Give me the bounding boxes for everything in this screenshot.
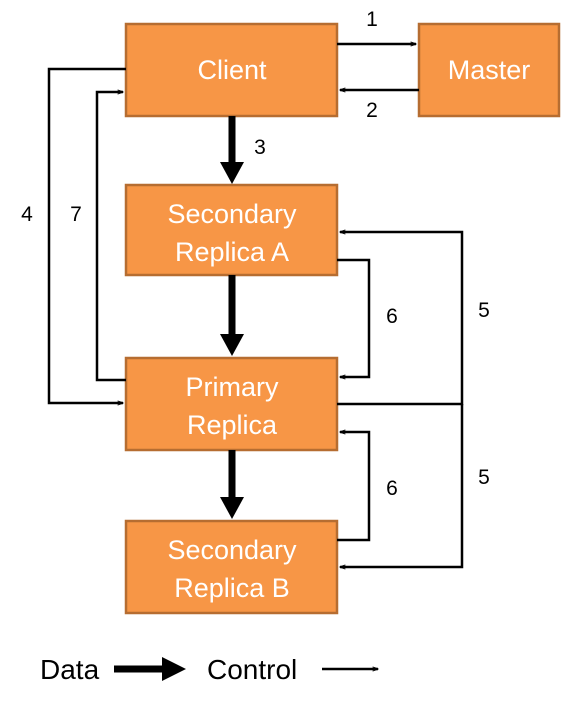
edge-5-primary-to-secondary-a	[337, 232, 464, 406]
legend-data-arrow	[114, 657, 186, 681]
secondary-replica-b-label-line2: Replica B	[174, 573, 290, 603]
legend: Data Control	[40, 654, 378, 685]
secondary-replica-a-box: Secondary Replica A	[124, 183, 339, 277]
edge-7-primary-to-client	[95, 92, 126, 382]
master-label: Master	[448, 55, 531, 85]
edge-3-client-to-secondary-a	[220, 116, 244, 184]
secondary-replica-a-label-line1: Secondary	[167, 199, 297, 229]
secondary-replica-b-label-line1: Secondary	[167, 535, 297, 565]
edge-label-3: 3	[254, 136, 266, 159]
master-box: Master	[417, 22, 561, 118]
edge-label-5-bottom: 5	[478, 466, 490, 489]
edge-label-2: 2	[366, 99, 378, 122]
legend-control-label: Control	[207, 654, 297, 685]
edge-5-primary-to-secondary-b	[340, 404, 464, 567]
data-arrow-primary-to-secondary-b	[220, 450, 244, 519]
primary-replica-label-line1: Primary	[186, 372, 279, 402]
legend-data-label: Data	[40, 654, 100, 685]
primary-replica-box: Primary Replica	[124, 356, 339, 452]
client-label: Client	[197, 55, 267, 85]
edge-6-secondary-b-to-primary	[337, 432, 371, 542]
edge-label-5-top: 5	[478, 299, 490, 322]
edge-label-6-top: 6	[386, 305, 398, 328]
primary-replica-label-line2: Replica	[187, 410, 278, 440]
edge-label-4: 4	[21, 203, 33, 226]
edge-6-secondary-a-to-primary	[337, 258, 371, 377]
edge-label-7: 7	[70, 203, 82, 226]
edge-4-client-to-primary	[47, 67, 126, 403]
secondary-replica-a-label-line2: Replica A	[175, 237, 289, 267]
edge-label-6-bottom: 6	[386, 477, 398, 500]
secondary-replica-b-box: Secondary Replica B	[124, 519, 339, 615]
edge-label-1: 1	[366, 8, 378, 31]
client-box: Client	[124, 22, 339, 118]
data-arrow-secondary-a-to-primary	[220, 275, 244, 356]
